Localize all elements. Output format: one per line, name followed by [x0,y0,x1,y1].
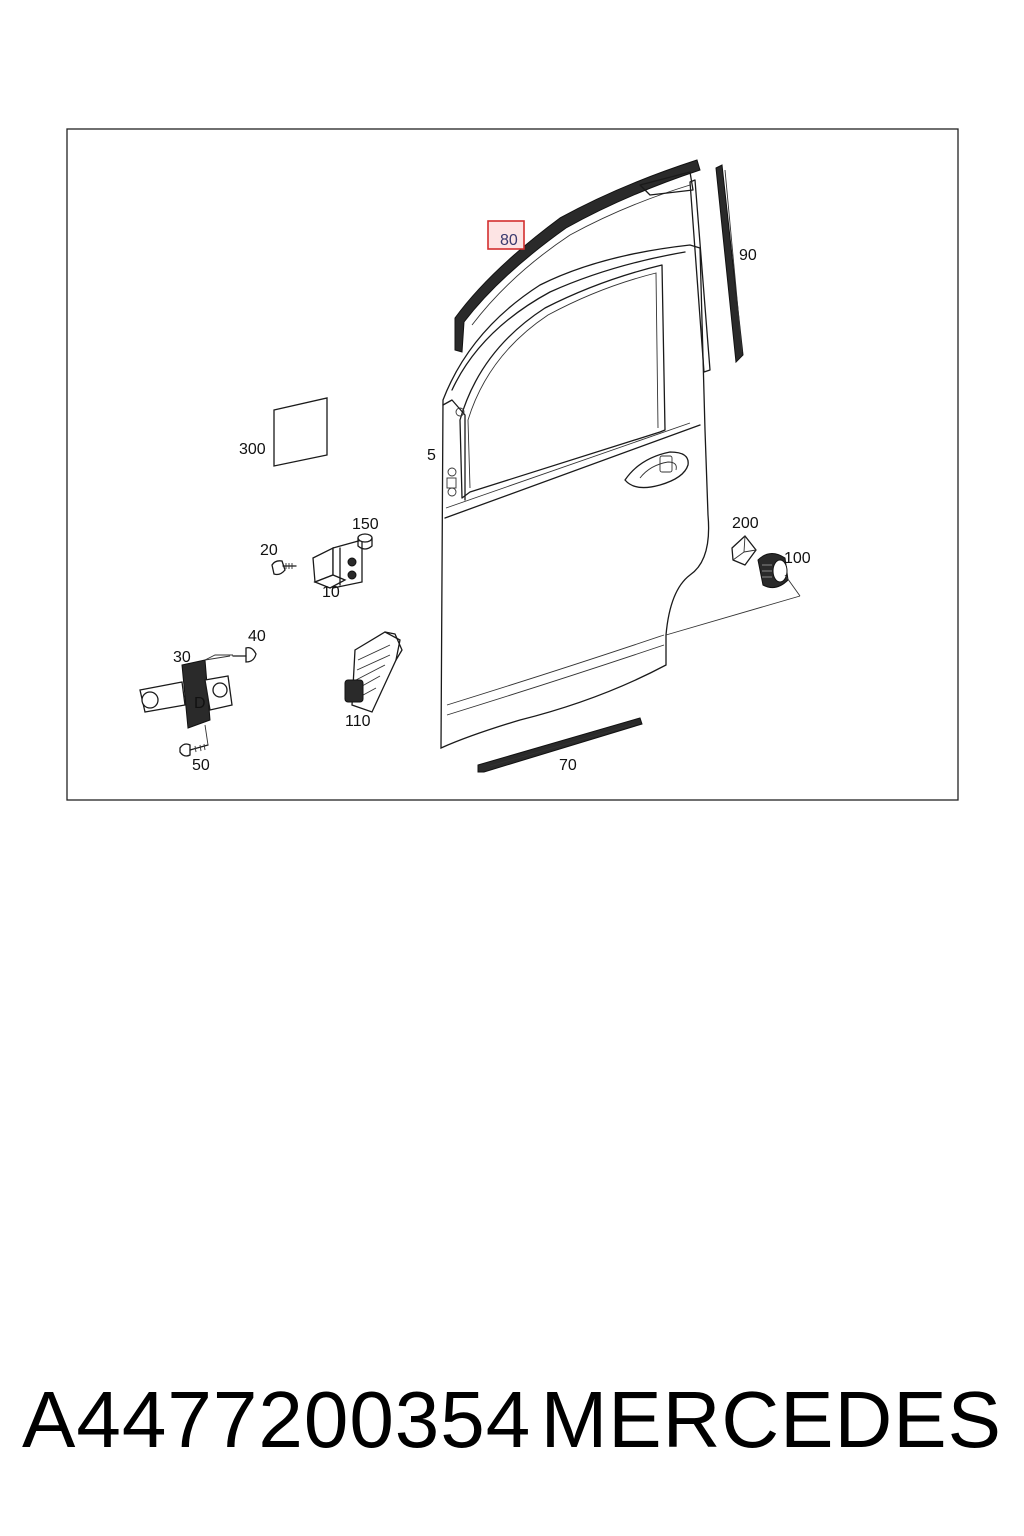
door-handle [624,451,689,489]
part-40-bolt [204,646,257,663]
callout-5[interactable]: 5 [427,447,436,464]
callout-300[interactable]: 300 [239,441,266,458]
callout-40[interactable]: 40 [248,628,266,645]
part-10-hinge [312,539,363,589]
part-110-cable-boot [344,631,403,713]
callout-80[interactable]: 80 [487,220,525,250]
callout-50[interactable]: 50 [192,757,210,774]
callout-20[interactable]: 20 [260,542,278,559]
caption-bar: A4477200354 MERCEDES [0,1370,1024,1470]
callout-30[interactable]: 30 [173,649,191,666]
part-300-sheet [273,397,328,467]
callout-80-highlight-box [487,220,525,250]
callout-80-label: 80 [500,232,518,249]
part-90-vertical-seal [689,164,744,373]
callout-100[interactable]: 100 [784,550,811,567]
part-30-door-check: D [139,655,233,729]
part-number: A4477200354 [22,1375,532,1464]
part-50-bolt [179,724,209,757]
part-80-frame-seal [454,159,701,353]
callout-110[interactable]: 110 [345,713,371,730]
part-70-sill-strip [477,717,643,773]
diagram-frame [66,128,959,801]
brand-name: MERCEDES [540,1375,1002,1464]
callout-70[interactable]: 70 [559,757,577,774]
door-shell [440,244,801,750]
callout-10[interactable]: 10 [322,584,340,601]
callout-150[interactable]: 150 [352,516,379,533]
svg-text:D: D [194,695,206,712]
callout-200[interactable]: 200 [732,515,759,532]
callout-90[interactable]: 90 [739,247,757,264]
part-150-bushing [357,533,373,550]
part-100-bumper [757,553,801,597]
part-20-bolt [271,560,297,576]
part-200-cap [731,535,757,566]
